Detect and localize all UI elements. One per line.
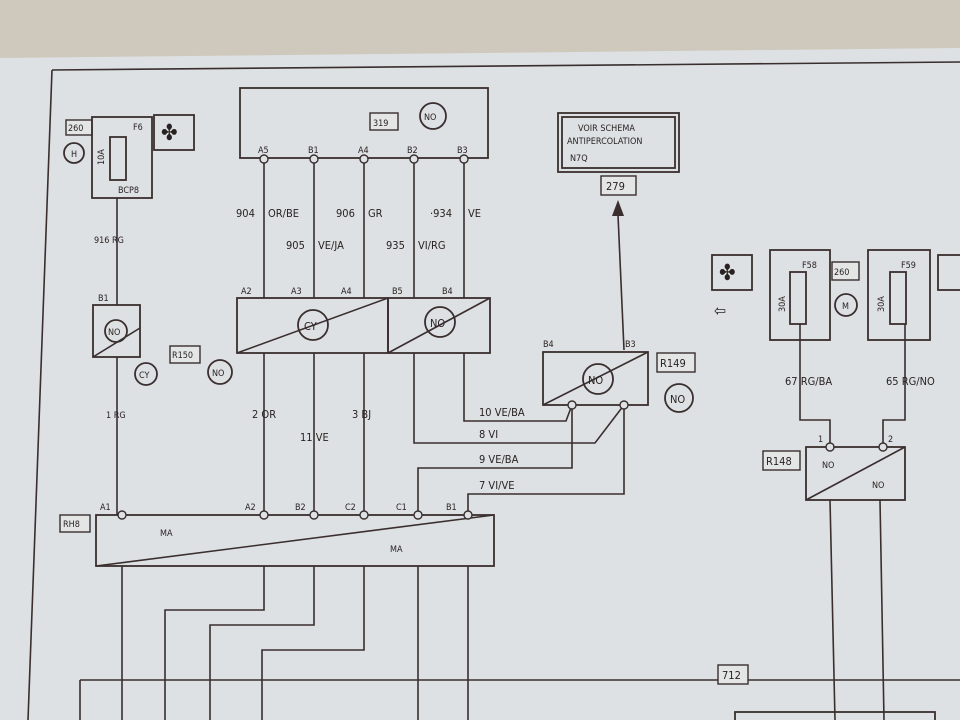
- pin-label: C2: [345, 503, 356, 513]
- page-border-top: [51, 61, 960, 71]
- arrow-up-icon: [612, 200, 624, 216]
- wire-label: 67 RG/BA: [785, 375, 832, 388]
- wire-label: 9 VE/BA: [479, 453, 519, 466]
- wire-label: 65 RG/NO: [886, 375, 935, 388]
- circle-code: H: [71, 150, 77, 160]
- ref-label: 260: [68, 124, 83, 134]
- fuse-rating: 10A: [97, 149, 107, 165]
- wire-label: 11 VE: [300, 431, 329, 444]
- connector-rh8: RH8 MA MA A1 A2 B2 C2 C1 B1 712: [59, 503, 960, 720]
- fan-icon: [153, 114, 195, 151]
- wire-color: VE/JA: [318, 239, 344, 252]
- right-fuse-group: ✤ ⇦ F58 30A 260 M F59 30A 67 RG/BA 65 RG…: [711, 249, 960, 720]
- pin-label: A3: [291, 287, 302, 297]
- pin-label: B4: [543, 340, 554, 350]
- pin-label: A1: [100, 503, 111, 513]
- circle-code: NO: [212, 369, 224, 379]
- connector-ref: RH8: [63, 520, 80, 530]
- connector-code: MA: [160, 529, 173, 539]
- fan-icon: ✤: [161, 121, 178, 146]
- wire-color: VE: [468, 207, 481, 220]
- wire-label: 2 OR: [252, 408, 276, 421]
- pin-label: A4: [341, 287, 352, 297]
- relay-r149: NO B4 B3 R149 NO: [542, 200, 696, 413]
- pin-label: B3: [457, 146, 468, 156]
- module-319: 319 NO A5 B1 A4 B2 B3: [239, 87, 489, 159]
- connector-code: NO: [430, 317, 445, 330]
- note-line: ANTIPERCOLATION: [567, 137, 642, 147]
- wire-color: OR/BE: [268, 207, 299, 220]
- wire-label: 7 VI/VE: [479, 479, 514, 492]
- wire-color: GR: [368, 207, 383, 220]
- circle-code: CY: [139, 371, 149, 381]
- relay-code: NO: [822, 461, 834, 471]
- note-line: VOIR SCHEMA: [578, 124, 635, 134]
- pin-label: B2: [407, 146, 418, 156]
- pin-label: A4: [358, 146, 369, 156]
- pin-label: B1: [446, 503, 457, 513]
- ref-label: 279: [606, 180, 625, 193]
- mid-connector: CY NO A2 A3 A4 B5 B4: [236, 287, 491, 354]
- fuse-label: F6: [133, 123, 143, 133]
- pin-label: B4: [442, 287, 453, 297]
- wire-color: VI/RG: [418, 239, 446, 252]
- fuse-label: F58: [802, 261, 817, 271]
- pin-label: B1: [308, 146, 319, 156]
- module-code: NO: [424, 113, 436, 123]
- relay-ref: R150: [172, 351, 193, 361]
- pin-label: 1: [818, 435, 823, 445]
- wire-label: 916 RG: [94, 236, 124, 246]
- upper-wires: 904 OR/BE 905 VE/JA 906 GR 935 VI/RG ·93…: [236, 154, 481, 298]
- wire-label: 1 RG: [106, 411, 126, 421]
- pin-label: A5: [258, 146, 269, 156]
- wire-number: 905: [286, 239, 305, 252]
- fuse-rating: 30A: [778, 296, 788, 312]
- fuse-rating: 30A: [877, 296, 887, 312]
- pin-label: A2: [241, 287, 252, 297]
- module-ref: 319: [373, 119, 388, 129]
- connector-code: NO: [108, 328, 120, 338]
- paper: [0, 48, 960, 720]
- relay-code: NO: [588, 374, 603, 387]
- arrow-left-icon: ⇦: [714, 301, 726, 320]
- pin-label: B2: [295, 503, 306, 513]
- note-line: N7Q: [570, 154, 588, 164]
- wire-number: 904: [236, 207, 255, 220]
- wire-label: 3 BJ: [352, 408, 371, 421]
- see-diagram-note: VOIR SCHEMA ANTIPERCOLATION N7Q 279: [557, 112, 680, 196]
- wire-label: 8 VI: [479, 428, 498, 441]
- wire-label: 10 VE/BA: [479, 406, 525, 419]
- connector-code: MA: [390, 545, 403, 555]
- relay-ref: R149: [660, 357, 686, 370]
- circle-code: NO: [670, 393, 685, 406]
- wire-number: ·934: [430, 207, 452, 220]
- left-fuse-group: 260 H F6 10A BCP8 ✤ 916 RG B1 NO CY R150…: [63, 114, 233, 515]
- circle-code: M: [842, 302, 849, 312]
- lower-wires: 2 OR 11 VE 3 BJ 10 VE/BA 8 VI 9 VE/BA 7 …: [252, 353, 625, 515]
- pin-label: B3: [625, 340, 636, 350]
- pin-label: 2: [888, 435, 893, 445]
- ref-label: 712: [722, 669, 741, 682]
- wire-number: 906: [336, 207, 355, 220]
- connector-code: CY: [304, 320, 318, 333]
- fuse-label: F59: [901, 261, 916, 271]
- fuse-box-label: BCP8: [118, 186, 139, 196]
- ref-label: 260: [834, 268, 849, 278]
- relay-code: NO: [872, 481, 884, 491]
- page-border-left: [27, 69, 53, 720]
- fan-icon: ✤: [719, 261, 736, 286]
- relay-ref: R148: [766, 455, 792, 468]
- pin-label: A2: [245, 503, 256, 513]
- pin-label: B5: [392, 287, 403, 297]
- pin-label: B1: [98, 294, 109, 304]
- wire-number: 935: [386, 239, 405, 252]
- pin-label: C1: [396, 503, 407, 513]
